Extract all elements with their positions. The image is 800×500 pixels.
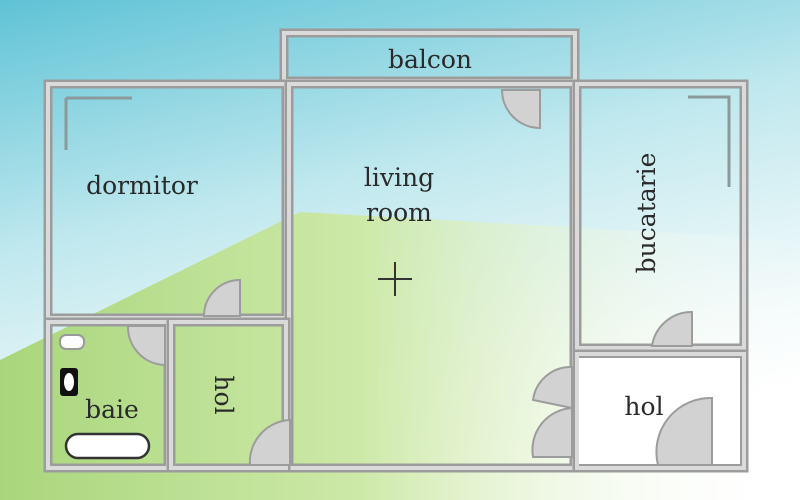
door-bathroom xyxy=(126,325,166,367)
label-balcony: balcon xyxy=(388,45,472,74)
wardrobe-bedroom xyxy=(64,96,132,150)
walls xyxy=(43,28,749,473)
label-living-1: living xyxy=(364,163,434,192)
door-kitchen xyxy=(650,310,693,347)
door-living-1 xyxy=(531,365,573,410)
counter-kitchen xyxy=(688,95,731,187)
center-cross-icon xyxy=(378,262,412,296)
door-balcony xyxy=(500,89,541,130)
door-living-2 xyxy=(531,406,573,458)
label-hall-left: hol xyxy=(209,375,238,414)
label-living-2: room xyxy=(366,198,432,227)
sink-basin xyxy=(64,373,74,391)
label-bedroom: dormitor xyxy=(86,171,198,200)
door-hall-right xyxy=(655,396,713,466)
door-hall-left xyxy=(248,418,291,466)
label-kitchen: bucatarie xyxy=(632,153,661,274)
toilet-icon xyxy=(59,334,85,350)
label-hall-right: hol xyxy=(624,392,663,421)
label-bathroom: baie xyxy=(85,395,139,424)
door-bedroom xyxy=(202,278,241,317)
bathtub-icon xyxy=(64,432,151,460)
